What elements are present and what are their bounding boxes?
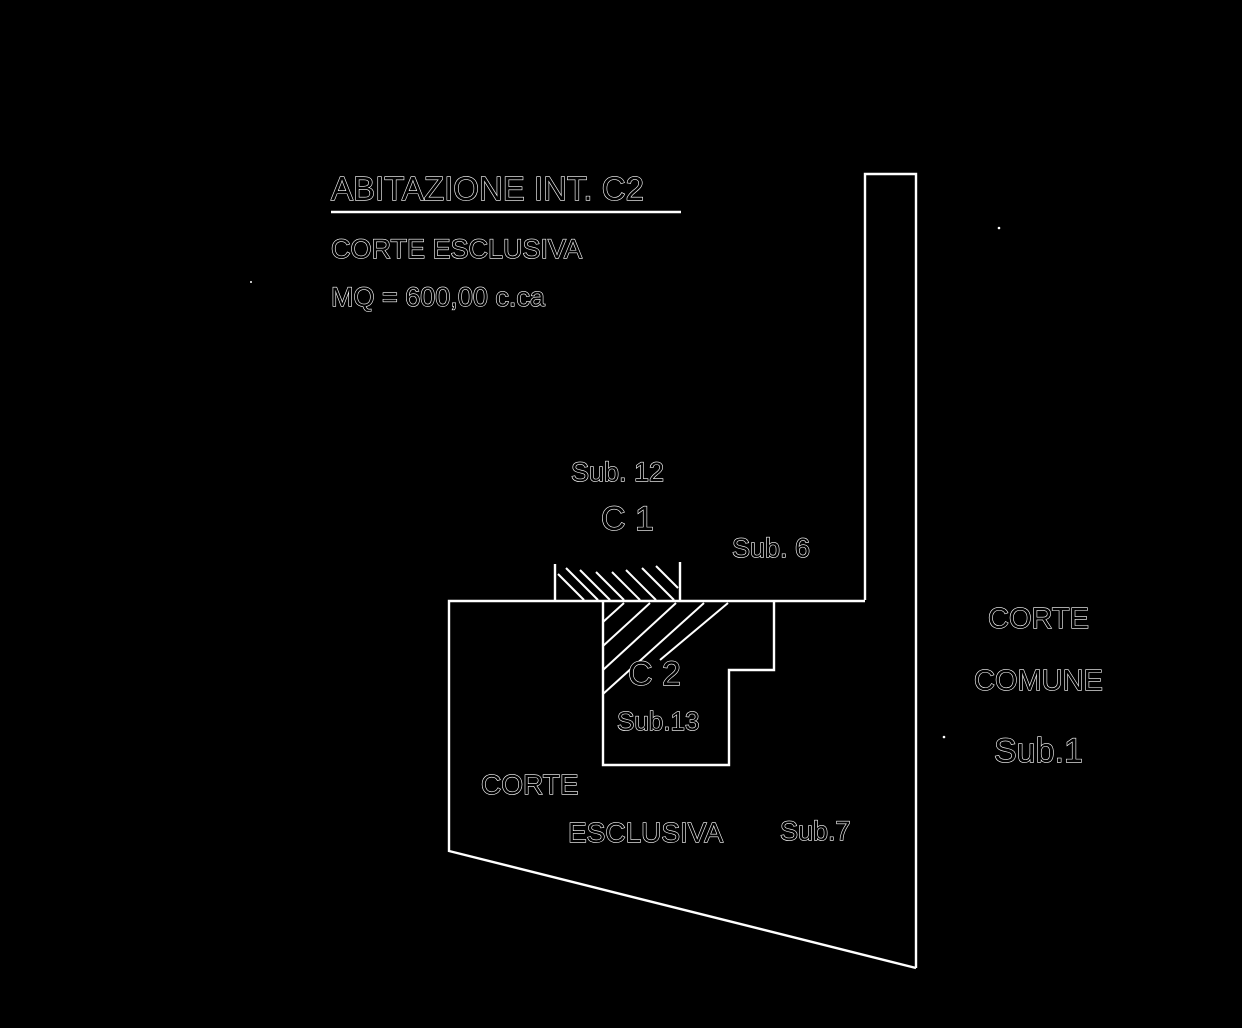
c2-hatching	[602, 602, 729, 695]
legend-subtitle: CORTE ESCLUSIVA	[331, 234, 582, 264]
c1-hatching	[557, 565, 679, 601]
c2-sub-label: Sub.13	[617, 706, 699, 736]
corte-esclusiva-line2: ESCLUSIVA	[568, 817, 723, 848]
legend-area: MQ = 600,00 c.ca	[331, 282, 546, 312]
c2-building-outline	[601, 601, 776, 767]
scan-speck	[250, 281, 252, 283]
corte-comune-sub: Sub.1	[994, 732, 1083, 770]
scan-speck	[942, 735, 946, 739]
scan-speck	[997, 226, 1001, 230]
corte-esclusiva-outline	[447, 599, 917, 970]
corte-esclusiva-line1: CORTE	[481, 769, 579, 800]
corte-esclusiva-sub: Sub.7	[780, 816, 851, 846]
c1-code-label: C 1	[601, 500, 654, 538]
corte-comune-line2: COMUNE	[974, 665, 1103, 697]
plot-outlines	[447, 172, 918, 970]
corte-comune-strip-outline	[863, 172, 918, 968]
c2-code-label: C 2	[628, 655, 681, 693]
sub6-label: Sub. 6	[732, 533, 810, 563]
legend-title: ABITAZIONE INT. C2	[331, 170, 644, 207]
c1-sub-label: Sub. 12	[571, 457, 664, 487]
legend-block: ABITAZIONE INT. C2 CORTE ESCLUSIVA MQ = …	[330, 169, 681, 313]
corte-comune-line1: CORTE	[988, 603, 1089, 635]
